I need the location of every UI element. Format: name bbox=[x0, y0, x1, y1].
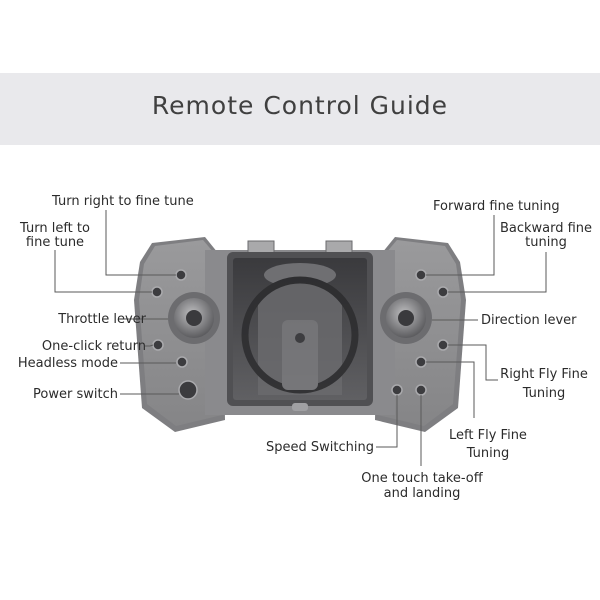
label-turn-left-line2: fine tune bbox=[25, 235, 85, 250]
right-fly-trim-button[interactable] bbox=[437, 339, 449, 351]
label-backward-line2: tuning bbox=[525, 235, 567, 250]
label-takeoff-line2: and landing bbox=[383, 486, 461, 501]
label-left-fly-line1: Left Fly Fine bbox=[449, 428, 527, 443]
controller-body bbox=[134, 237, 466, 432]
label-direction: Direction lever bbox=[481, 313, 577, 328]
label-power: Power switch bbox=[33, 387, 118, 402]
power-switch-button[interactable] bbox=[178, 380, 198, 400]
title-banner: Remote Control Guide bbox=[0, 73, 600, 145]
label-left-fly-line2: Tuning bbox=[466, 446, 510, 461]
takeoff-landing-button[interactable] bbox=[415, 384, 427, 396]
leader-lines bbox=[54, 210, 547, 466]
label-throttle: Throttle lever bbox=[58, 312, 146, 327]
label-right-fly-line2: Tuning bbox=[522, 386, 566, 401]
label-headless: Headless mode bbox=[17, 356, 118, 371]
label-turn-left-line1: Turn left to bbox=[20, 221, 90, 236]
turn-right-trim-button[interactable] bbox=[175, 269, 187, 281]
forward-trim-button[interactable] bbox=[415, 269, 427, 281]
speed-switch-button[interactable] bbox=[391, 384, 403, 396]
label-one-click-return: One-click return bbox=[41, 339, 146, 354]
label-right-fly-line1: Right Fly Fine bbox=[500, 367, 588, 382]
headless-mode-button[interactable] bbox=[176, 356, 188, 368]
left-fly-trim-button[interactable] bbox=[415, 356, 427, 368]
one-click-return-button[interactable] bbox=[152, 339, 164, 351]
label-turn-right: Turn right to fine tune bbox=[52, 194, 194, 209]
turn-left-trim-button[interactable] bbox=[151, 286, 163, 298]
drone-silhouette bbox=[241, 263, 359, 395]
backward-trim-button[interactable] bbox=[437, 286, 449, 298]
label-backward-line1: Backward fine bbox=[499, 221, 593, 236]
label-speed: Speed Switching bbox=[266, 440, 374, 455]
page-title: Remote Control Guide bbox=[151, 91, 449, 120]
label-forward: Forward fine tuning bbox=[433, 199, 560, 214]
label-takeoff-line1: One touch take-off bbox=[361, 471, 483, 486]
